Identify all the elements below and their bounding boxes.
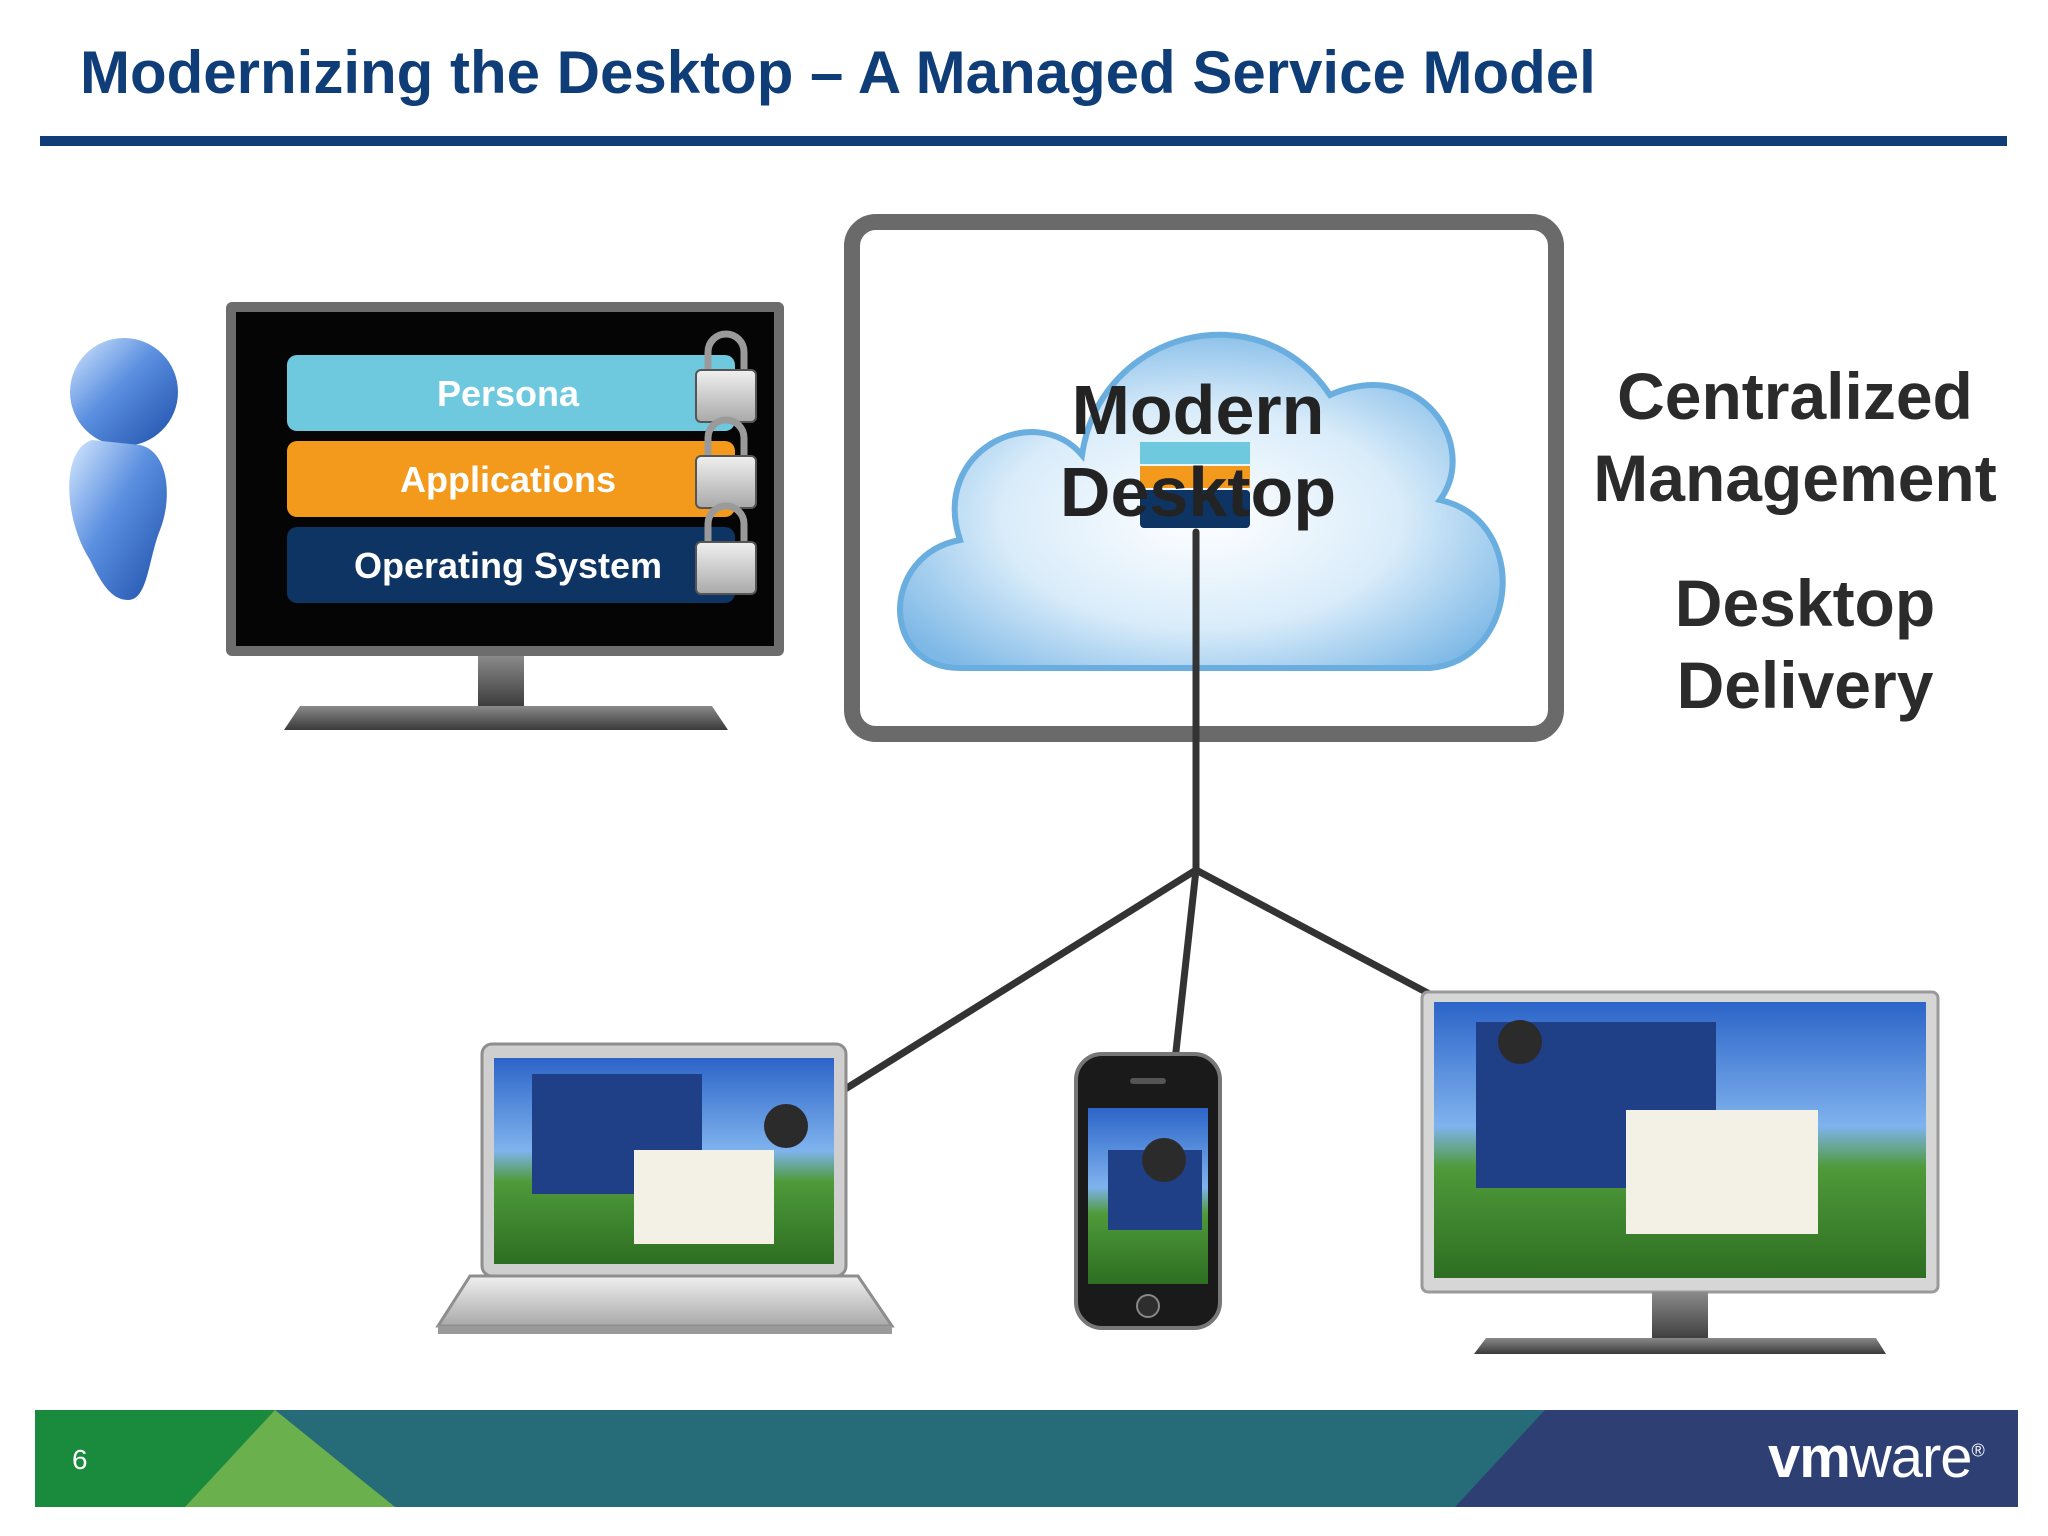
footer-lightgreen-triangle: [185, 1410, 395, 1507]
padlock-icon: [695, 502, 757, 595]
mini-persona-layer: [1140, 442, 1250, 464]
smartphone-icon: [1074, 1052, 1222, 1330]
phone-endpoint-dot: [1142, 1138, 1186, 1182]
desktop-label: Desktop: [1674, 566, 1936, 640]
centralized-label: Centralized: [1617, 359, 1973, 433]
persona-label: Persona: [437, 373, 580, 414]
laptop-icon: [435, 1042, 895, 1334]
page-number: 6: [72, 1444, 88, 1475]
management-label: Management: [1593, 441, 1997, 515]
title-underline: [40, 136, 2007, 146]
vmware-logo-mark: ®: [1971, 1440, 1985, 1461]
vmware-logo-vm: vm: [1768, 1425, 1851, 1490]
laptop-endpoint-dot: [764, 1104, 808, 1148]
applications-layer-bar: [287, 441, 735, 517]
user-icon: [69, 338, 178, 600]
stack-layer-applications: Applications: [287, 441, 735, 517]
footer-navy-segment: [1455, 1410, 2018, 1507]
desktop-delivery-text: Desktop Delivery: [1600, 562, 2010, 726]
mini-os-layer: [1140, 490, 1250, 528]
stack-layer-operating-system: Operating System: [287, 527, 735, 603]
padlock-icon: [695, 416, 757, 509]
vmware-logo: vmware®: [1768, 1424, 1985, 1491]
laptop-connector: [782, 866, 1200, 1130]
vmware-logo-ware: ware: [1849, 1425, 1973, 1490]
mini-applications-layer: [1140, 466, 1250, 488]
centralized-management-text: Centralized Management: [1590, 355, 2000, 519]
slide-title: Modernizing the Desktop – A Managed Serv…: [80, 39, 1596, 106]
footer-banner: [35, 1410, 2018, 1507]
operating-system-label: Operating System: [354, 545, 662, 586]
cloud-label-modern: Modern: [1072, 371, 1325, 449]
stack-layer-persona: Persona: [287, 355, 735, 431]
footer-green-segment: [35, 1410, 275, 1507]
cloud-label-desktop: Desktop: [1060, 453, 1336, 531]
persona-layer-bar: [287, 355, 735, 431]
delivery-label: Delivery: [1676, 648, 1934, 722]
monitor-endpoint-dot: [1498, 1020, 1542, 1064]
cloud-panel: Modern Desktop: [844, 214, 1564, 742]
operating-system-layer-bar: [287, 527, 735, 603]
applications-label: Applications: [400, 459, 616, 500]
